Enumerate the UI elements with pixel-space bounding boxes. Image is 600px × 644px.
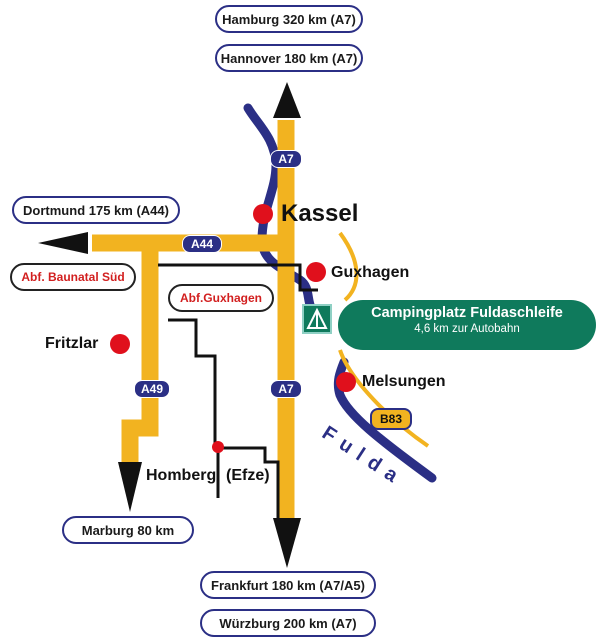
melsungen-dot [336, 372, 356, 392]
local-road-north [158, 263, 318, 292]
guxhagen-label: Guxhagen [331, 264, 410, 281]
dortmund-destination: Dortmund 175 km (A44) [12, 196, 180, 224]
homberg-dot [212, 441, 224, 453]
arrow-north [273, 82, 301, 118]
efze-label: (Efze) [226, 467, 270, 484]
kassel-dot [253, 204, 273, 224]
hamburg-destination: Hamburg 320 km (A7) [215, 5, 363, 33]
hannover-destination: Hannover 180 km (A7) [215, 44, 363, 72]
b83-road [338, 231, 430, 448]
kassel-label: Kassel [281, 200, 359, 227]
a7-badge-top: A7 [270, 150, 302, 168]
fritzlar-label: Fritzlar [45, 335, 99, 352]
campsite-callout: Campingplatz Fuldaschleife 4,6 km zur Au… [338, 300, 596, 350]
marburg-destination: Marburg 80 km [62, 516, 194, 544]
melsungen-label: Melsungen [362, 373, 446, 390]
campsite-distance: 4,6 km zur Autobahn [414, 323, 520, 335]
local-road-homberg [168, 318, 280, 520]
arrow-south-a49 [118, 462, 142, 512]
a44-badge: A44 [182, 235, 222, 253]
a7-badge-bottom: A7 [270, 380, 302, 398]
arrow-west [38, 232, 88, 254]
fritzlar-dot [110, 334, 130, 354]
guxhagen-dot [306, 262, 326, 282]
arrow-south-a7 [273, 518, 301, 568]
homberg-label: Homberg [146, 467, 217, 484]
guxhagen-exit: Abf.Guxhagen [168, 284, 274, 312]
frankfurt-destination: Frankfurt 180 km (A7/A5) [200, 571, 376, 599]
a49-badge: A49 [134, 380, 170, 398]
campsite-name: Campingplatz Fuldaschleife [371, 305, 563, 321]
a49-road [121, 243, 159, 462]
baunatal-exit: Abf. Baunatal Süd [10, 263, 136, 291]
fulda-river-lower [333, 357, 437, 483]
wuerzburg-destination: Würzburg 200 km (A7) [200, 609, 376, 637]
b83-badge: B83 [370, 408, 412, 430]
campsite-icon [302, 304, 332, 334]
